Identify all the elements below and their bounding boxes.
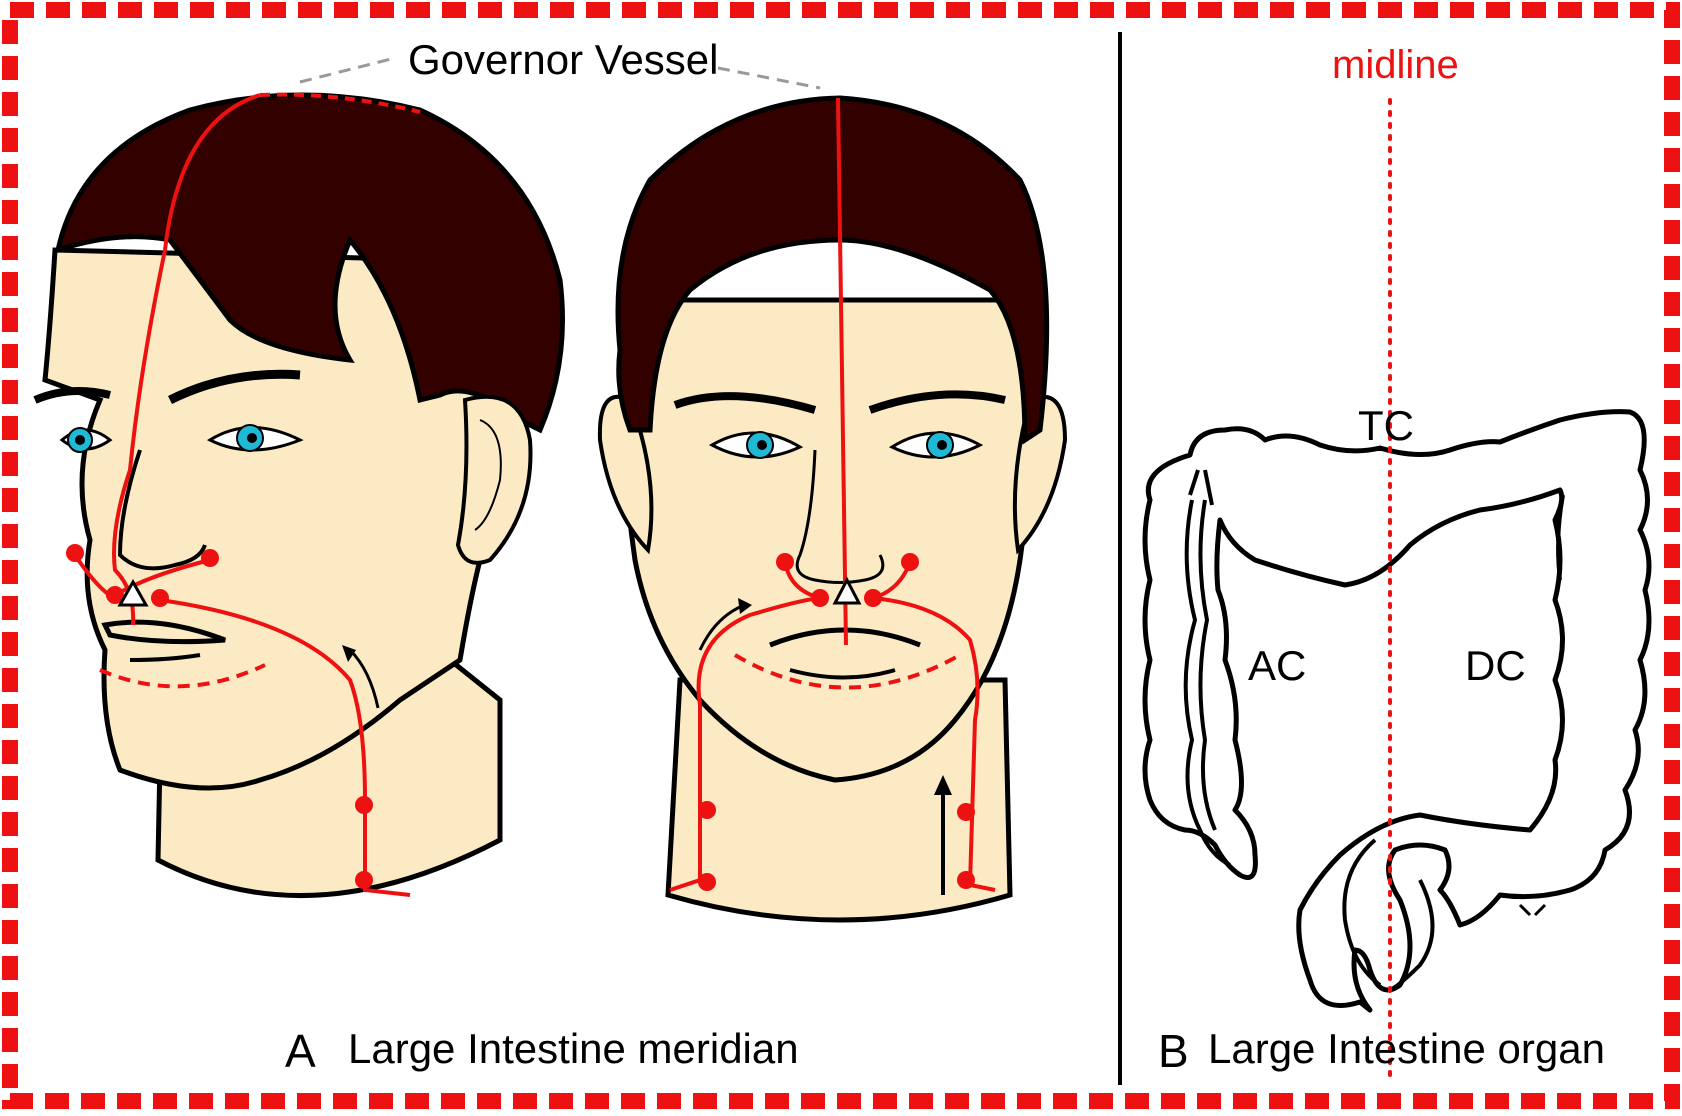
- large-intestine-organ: [1142, 409, 1652, 1013]
- governor-vessel-line-left: [112, 93, 261, 626]
- eyebrow-left-2: [167, 369, 301, 405]
- acupoint-front-3: [811, 589, 829, 607]
- pupil-left-a: [75, 435, 85, 445]
- pupil-front-left: [757, 440, 767, 450]
- lip-front: [789, 668, 896, 680]
- triangle-marker-left: [117, 578, 149, 607]
- acupoint-left-4: [151, 589, 169, 607]
- jaw-dashed-front: [733, 653, 961, 690]
- ear-inner-left: [474, 419, 502, 531]
- lip-left: [129, 653, 201, 662]
- colon-outline: [1142, 409, 1652, 1013]
- pupil-front-right: [937, 440, 947, 450]
- dc-label: DC: [1465, 642, 1526, 689]
- nose-left: [117, 449, 207, 571]
- acupoint-front-1: [776, 553, 794, 571]
- acupoint-front-7: [957, 803, 975, 821]
- face-left: [42, 247, 503, 791]
- acupoint-front-4: [864, 589, 882, 607]
- colon-rectum-inner: [1518, 903, 1547, 917]
- colon-sigmoid-inner: [1342, 838, 1435, 992]
- hair-front: [615, 95, 1050, 445]
- governor-vessel-line-front: [836, 97, 848, 646]
- eyebrow-front-right: [868, 390, 1006, 414]
- arrowhead-front-curve: [738, 598, 752, 614]
- colon-inner-tc: [1188, 469, 1214, 506]
- acupoint-left-1: [66, 544, 84, 562]
- panel-b-letter: B: [1158, 1025, 1189, 1077]
- acupoint-front-5: [698, 801, 716, 819]
- panel-a-title: Large Intestine meridian: [348, 1025, 799, 1072]
- arrow-left: [348, 648, 380, 709]
- arrow-front-curve: [698, 604, 743, 651]
- acupoint-front-2: [901, 553, 919, 571]
- acupoint-left-2: [201, 549, 219, 567]
- hair-left: [54, 92, 565, 434]
- head-top-dashed-left: [259, 92, 421, 114]
- eyebrow-left-1: [33, 387, 111, 404]
- panel-a-letter: A: [285, 1025, 316, 1077]
- eyebrow-front-left: [673, 392, 817, 414]
- head-three-quarter-view: [33, 92, 565, 899]
- gv-leader-left: [299, 56, 396, 84]
- ac-label: AC: [1248, 642, 1306, 689]
- ear-front-left: [597, 394, 654, 555]
- acupoint-left-3: [106, 586, 124, 604]
- triangle-marker-front: [832, 576, 862, 605]
- tc-label: TC: [1358, 402, 1414, 449]
- nose-front: [795, 449, 885, 584]
- pupil-left-b: [247, 433, 257, 443]
- head-front-view: [597, 95, 1068, 923]
- arrowhead-front-up: [934, 775, 952, 795]
- acupoint-front-6: [698, 873, 716, 891]
- midline-label: midline: [1332, 43, 1459, 87]
- arrowhead-left: [342, 645, 356, 662]
- mouth-left: [101, 619, 226, 645]
- jaw-dashed-left: [99, 663, 266, 689]
- acupoint-front-8: [957, 871, 975, 889]
- acupoint-left-6: [355, 871, 373, 889]
- colon-inner-dc: [1556, 494, 1565, 581]
- acupoint-left-5: [355, 796, 373, 814]
- colon-inner-ac-2: [1198, 499, 1217, 831]
- gv-leader-right: [717, 66, 821, 90]
- ear-left: [455, 394, 533, 565]
- colon-inner-ac: [1183, 499, 1231, 867]
- governor-vessel-label: Governor Vessel: [408, 36, 719, 83]
- panel-b-title: Large Intestine organ: [1208, 1025, 1605, 1072]
